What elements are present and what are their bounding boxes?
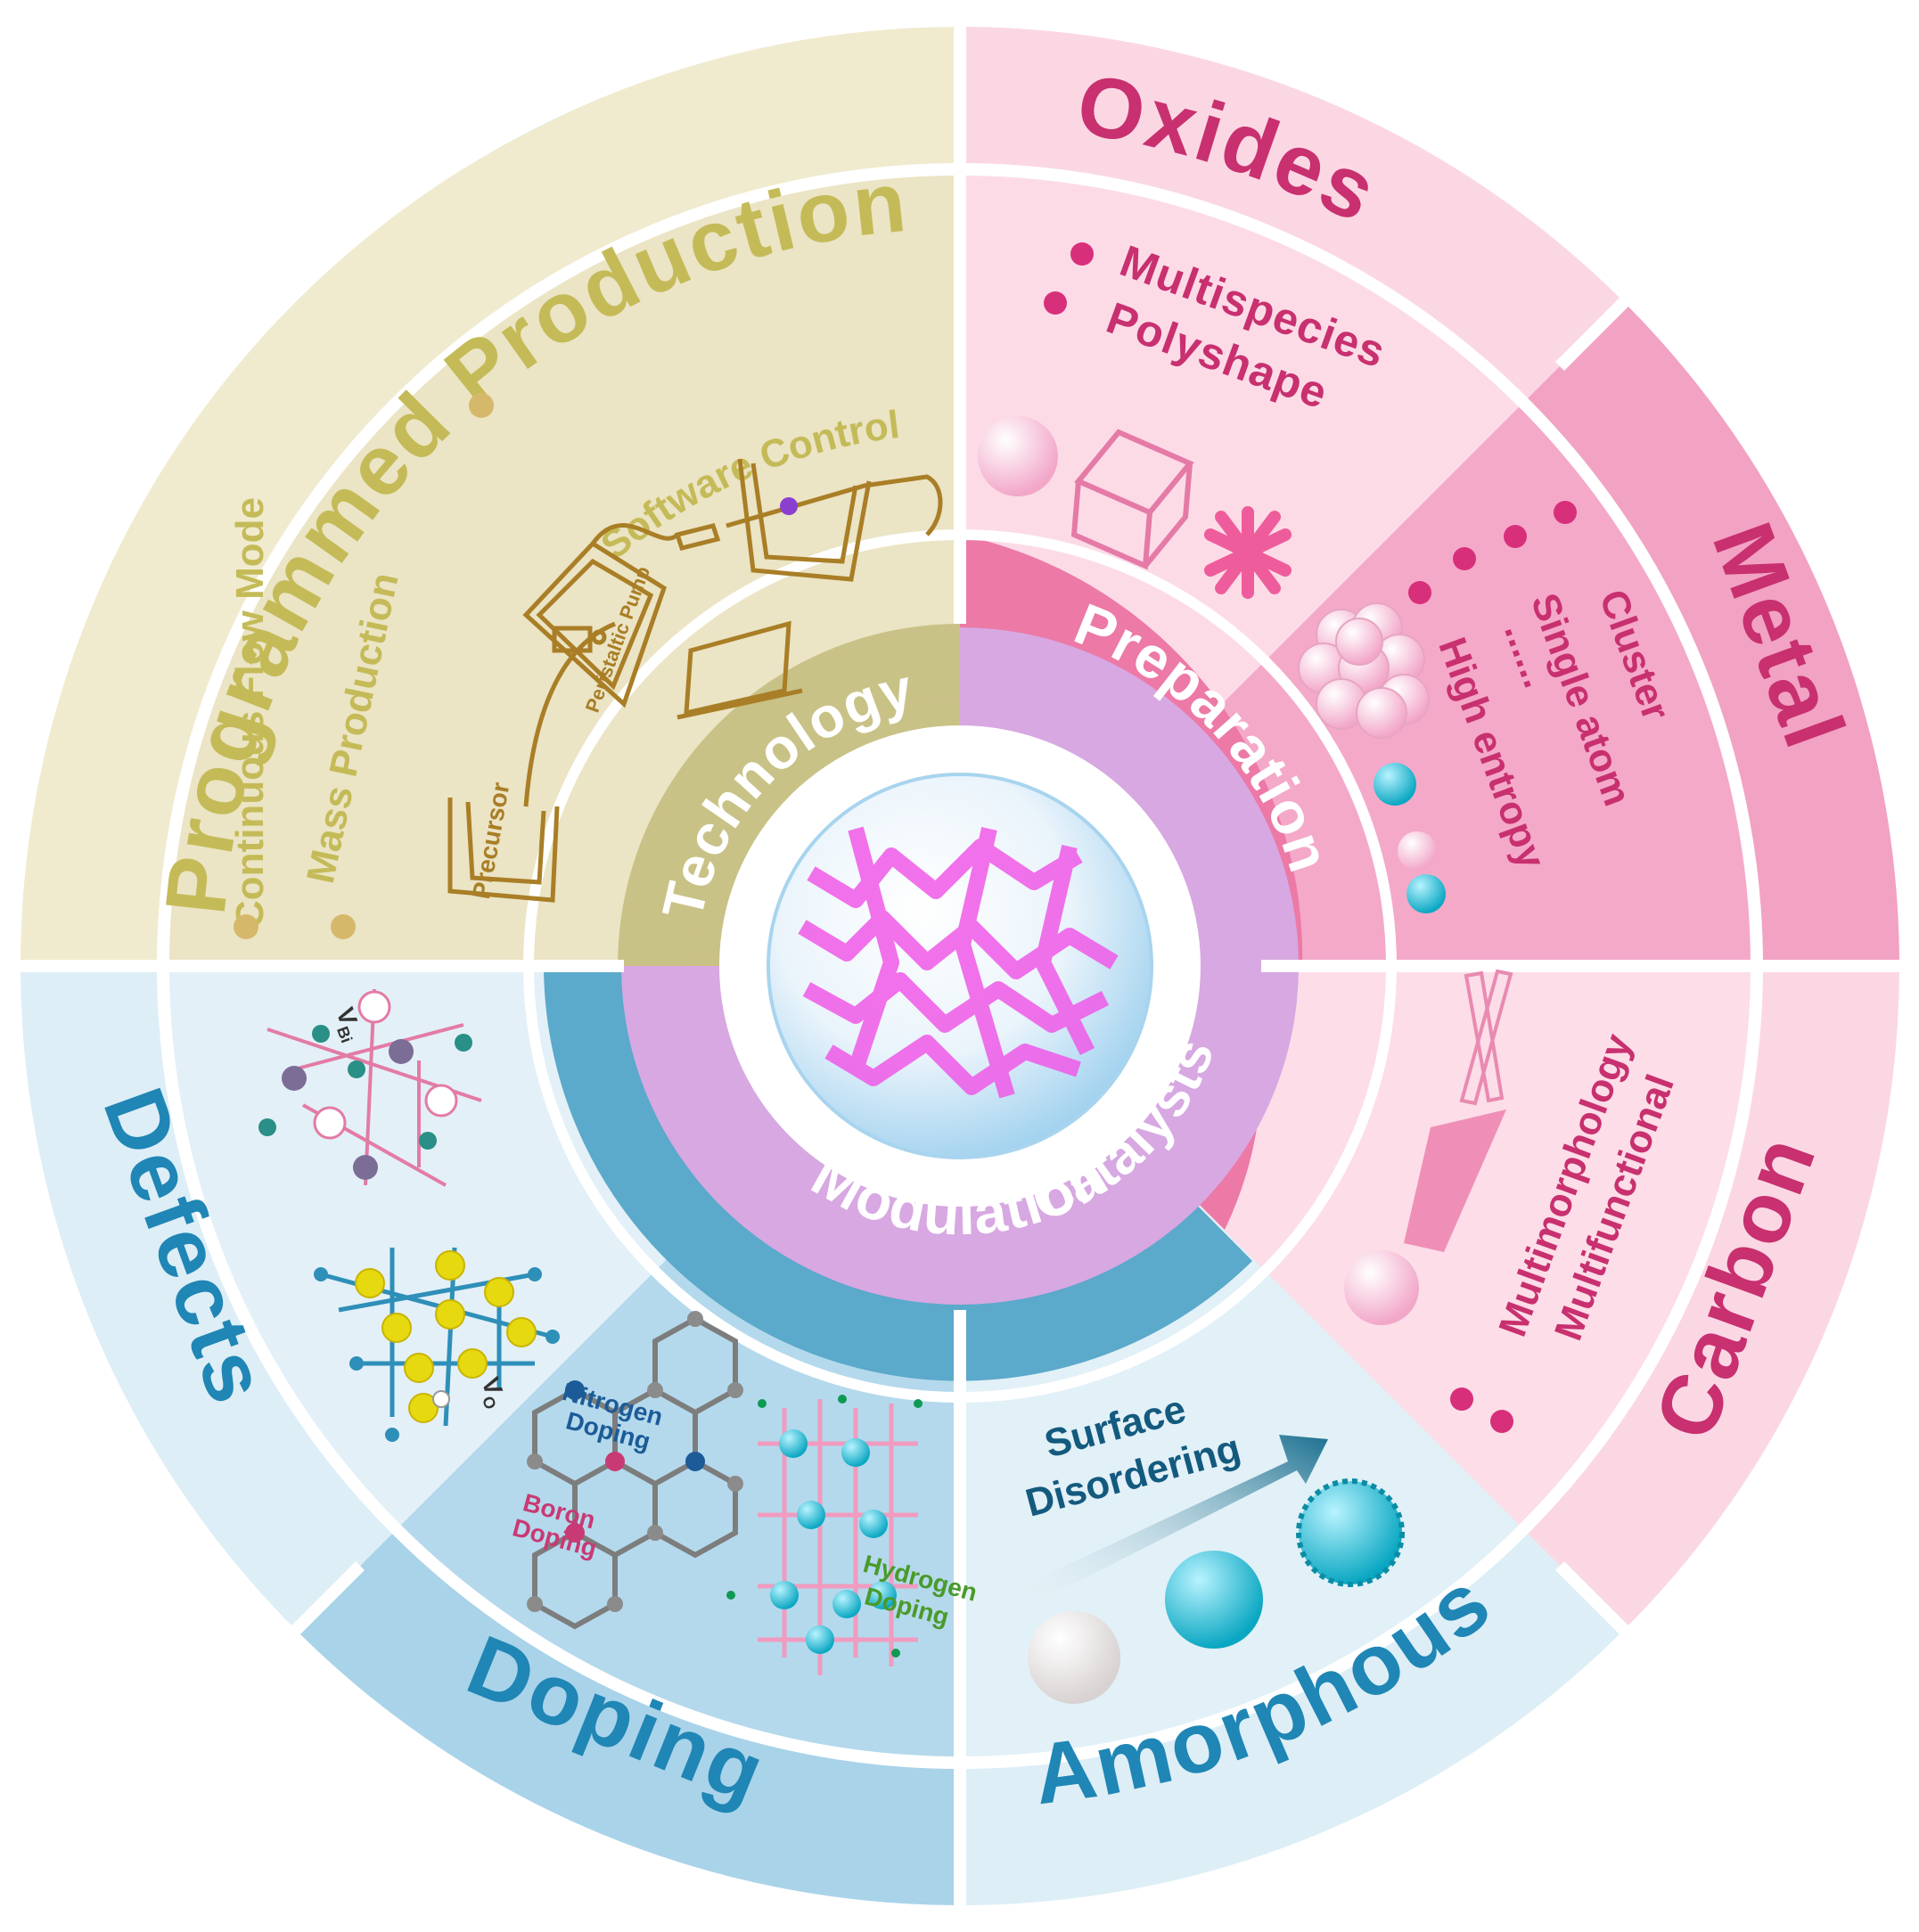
bullet-dot (234, 914, 258, 939)
bullet-dot (331, 914, 356, 939)
bullet-dot (1490, 1410, 1513, 1433)
hydrogen-lattice (726, 1395, 923, 1675)
bullet-dot (469, 393, 494, 418)
nitrogen-atom (685, 1452, 705, 1471)
cyan-rough-sphere (1296, 1478, 1405, 1587)
cube-outline (1070, 429, 1194, 570)
catalyst-sphere (767, 773, 1153, 1159)
boron-atom (605, 1452, 625, 1471)
pink-atom (1398, 831, 1437, 871)
metal-cluster (1298, 602, 1430, 739)
carbon-nanotubes (1459, 969, 1513, 1106)
white-sphere (1028, 1611, 1120, 1704)
carbon-sheet (1404, 1109, 1506, 1252)
defect-lattice-o (314, 1247, 560, 1442)
precursor-droplet (780, 497, 798, 515)
star-shape (1204, 506, 1292, 599)
cyan-sphere (1165, 1551, 1263, 1649)
arrow-right (1003, 1435, 1328, 1613)
ring-divider-inner (523, 529, 1397, 1403)
cyan-atom (1406, 874, 1446, 913)
pink-sphere (978, 416, 1058, 496)
ring-divider-outer (157, 163, 1763, 1769)
defect-lattice-bi (258, 988, 482, 1187)
bullet-dot (1070, 242, 1094, 266)
bullet-dot (1044, 291, 1067, 315)
nitrogen-atom (565, 1380, 585, 1400)
continuous-flow-label: Continuous Flow Mode (228, 497, 272, 929)
carbon-sphere (1344, 1250, 1419, 1325)
bullet-dot (1450, 1388, 1473, 1411)
cyan-atom (1374, 763, 1416, 806)
flow-apparatus-drawing (447, 458, 943, 903)
dividers (18, 18, 1907, 1914)
bullet-dots (1408, 501, 1577, 604)
boron-atom (565, 1523, 585, 1543)
